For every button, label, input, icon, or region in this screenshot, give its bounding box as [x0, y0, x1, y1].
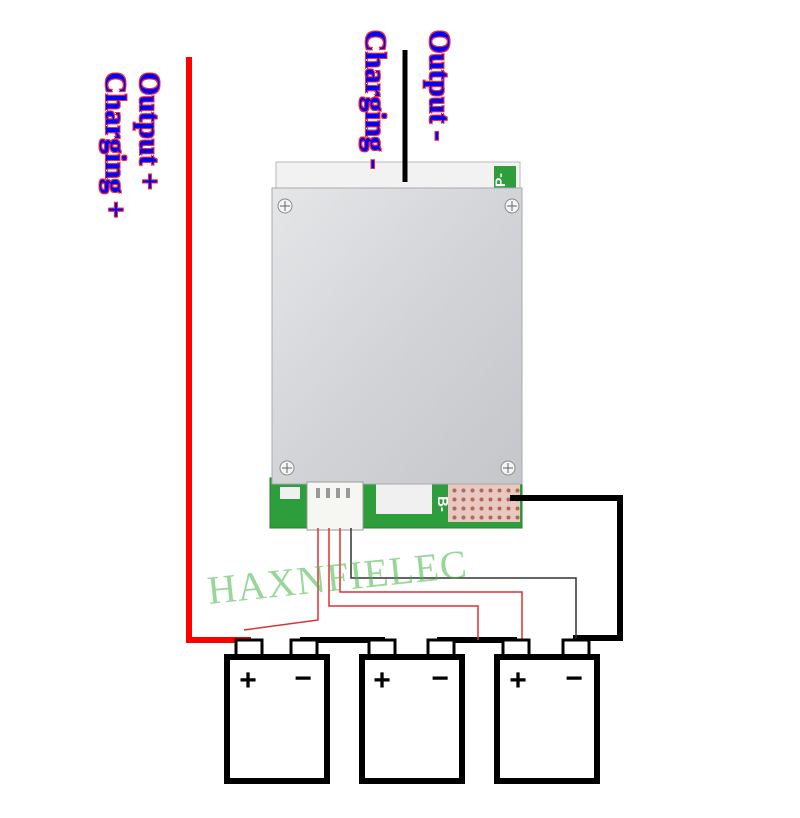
heatsink — [271, 187, 523, 485]
battery-1-plus: + — [239, 664, 257, 697]
pcb-component — [376, 484, 432, 514]
battery-2 — [359, 638, 465, 784]
battery-2-minus: − — [431, 662, 449, 695]
battery-3-plus: + — [509, 664, 527, 697]
p-minus-pad — [494, 166, 516, 194]
b-minus-label: B- — [434, 496, 451, 512]
pcb-component — [280, 487, 300, 499]
screw — [279, 460, 295, 476]
positive-wire — [186, 57, 251, 650]
charging-plus-label: Charging + — [99, 72, 132, 219]
balance-connector — [306, 481, 364, 531]
charging-minus-label: Charging - — [359, 30, 392, 170]
battery-1-minus: − — [294, 662, 312, 695]
battery-1 — [224, 638, 330, 784]
screw — [504, 198, 520, 214]
screw — [277, 198, 293, 214]
bms-board: P- B- — [269, 161, 523, 531]
connector-pins — [316, 488, 350, 498]
output-plus-label: Output + — [133, 72, 166, 190]
battery-3 — [494, 638, 600, 784]
b-minus-pad — [448, 482, 520, 522]
battery-3-minus: − — [565, 662, 583, 695]
output-minus-label: Output - — [423, 30, 456, 141]
b-minus-wire — [510, 495, 623, 650]
balance-wires — [243, 528, 577, 640]
screw — [500, 460, 516, 476]
battery-2-plus: + — [373, 664, 391, 697]
p-minus-label: P- — [492, 173, 508, 187]
